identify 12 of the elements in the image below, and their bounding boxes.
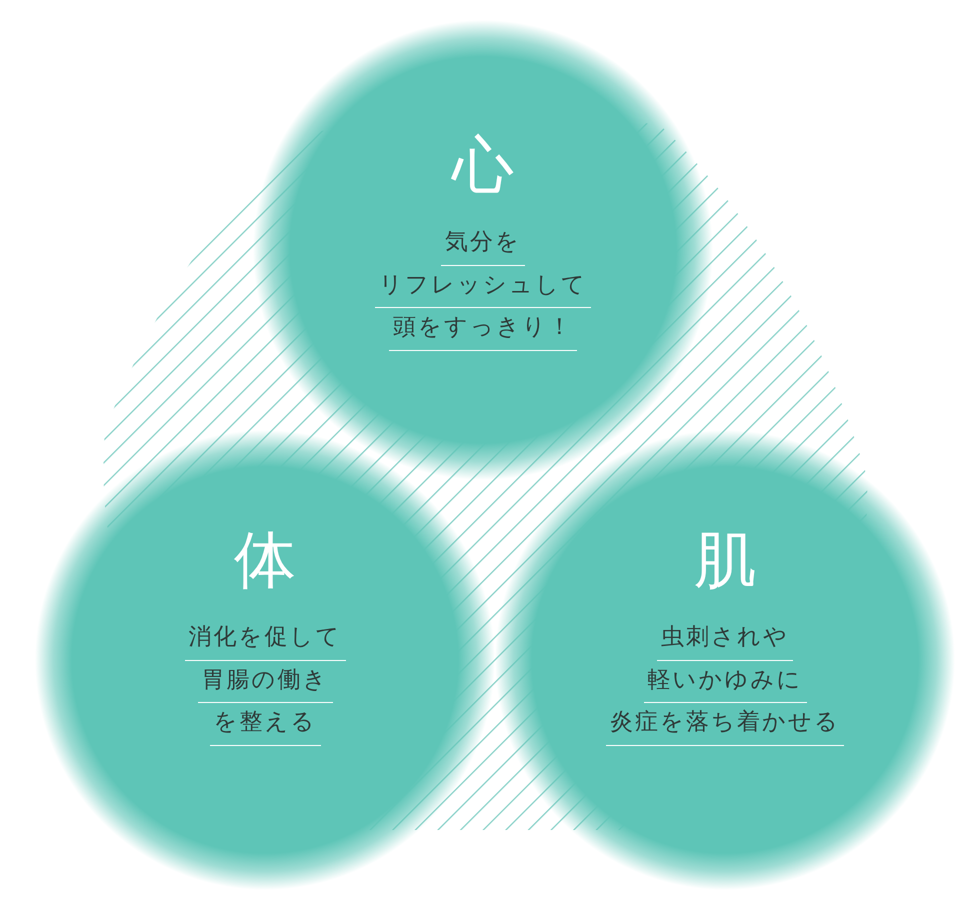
body-text: 頭をすっきり！ bbox=[389, 308, 577, 351]
heading: 体 bbox=[234, 530, 296, 592]
body-text: 消化を促して bbox=[184, 618, 346, 661]
heading: 肌 bbox=[694, 530, 756, 592]
body-text: を整える bbox=[210, 703, 320, 746]
body-text: 虫刺されや bbox=[657, 618, 793, 661]
heading: 心 bbox=[452, 135, 514, 197]
body-text: 炎症を落ち着かせる bbox=[606, 703, 844, 746]
body-text: リフレッシュして bbox=[375, 266, 591, 308]
body-text: 胃腸の働き bbox=[198, 660, 332, 704]
body-text: 軽いかゆみに bbox=[644, 660, 806, 704]
body-text: 気分を bbox=[441, 223, 525, 266]
